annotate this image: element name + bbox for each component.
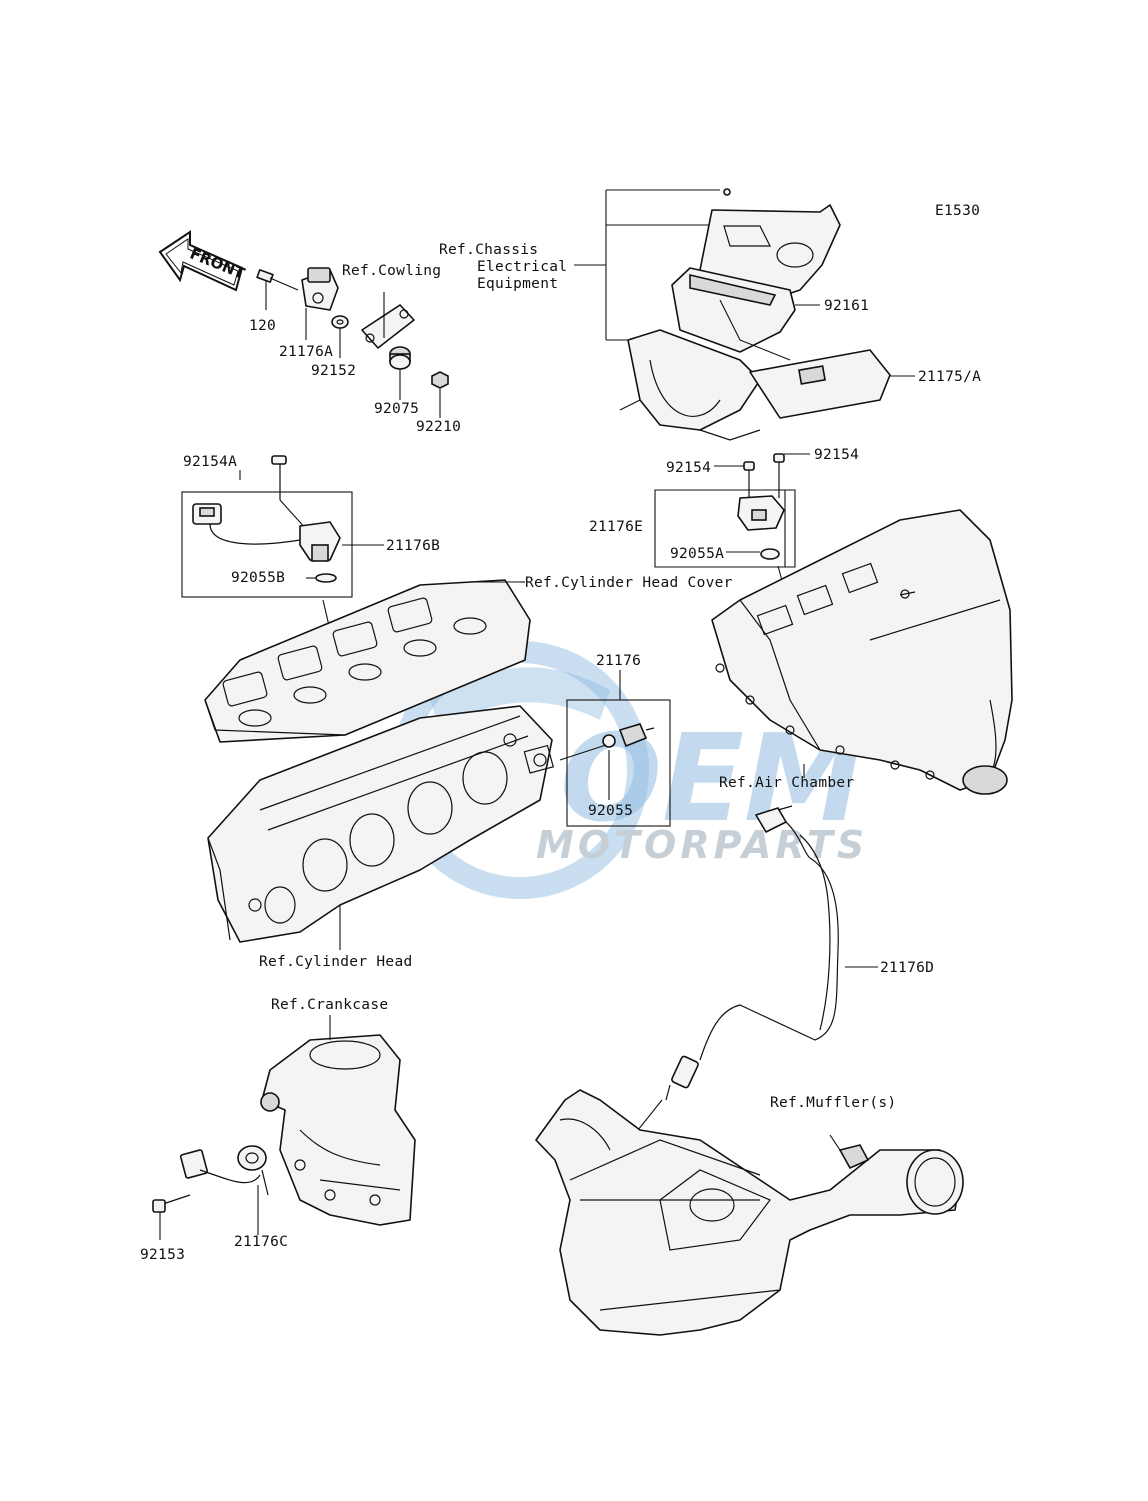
label-21176B: 21176B [386, 538, 440, 554]
nut-92210-icon [431, 371, 449, 389]
muffler-part [535, 1089, 964, 1336]
sensor-21176A-icon [301, 267, 339, 311]
label-21175A: 21175/A [918, 369, 981, 385]
front-arrow-icon: FRONT [158, 230, 248, 292]
cylinder-head-part [207, 705, 554, 950]
label-21176D: 21176D [880, 960, 934, 976]
label-21176C: 21176C [234, 1234, 288, 1250]
sensor-21176B-group [181, 455, 360, 631]
ref-chassis-line3: Equipment [477, 276, 558, 292]
ref-cylinder-head-cover: Ref.Cylinder Head Cover [525, 575, 733, 591]
label-92075: 92075 [374, 401, 419, 417]
cylinder-head-cover-part [204, 579, 531, 743]
bracket-cowling-icon [361, 304, 415, 349]
sensor-21176-group [559, 670, 671, 827]
crank-sensor-group [256, 267, 449, 418]
air-chamber-part [711, 509, 1013, 795]
ref-air-chamber: Ref.Air Chamber [719, 775, 854, 791]
ref-crankcase: Ref.Crankcase [271, 997, 388, 1013]
label-92161: 92161 [824, 298, 869, 314]
label-21176E: 21176E [589, 519, 643, 535]
label-92152: 92152 [311, 363, 356, 379]
label-120: 120 [249, 318, 276, 334]
label-92154A: 92154A [183, 454, 237, 470]
bolt-120-icon [256, 269, 299, 291]
collar-92075-icon [389, 346, 411, 370]
ecu-bracket-group [574, 188, 915, 441]
sensor-21176E-group [654, 453, 810, 611]
sensor-21176C-group [152, 1145, 269, 1240]
ref-mufflers: Ref.Muffler(s) [770, 1095, 896, 1111]
label-92154-left: 92154 [666, 460, 711, 476]
label-92210: 92210 [416, 419, 461, 435]
label-92055A: 92055A [670, 546, 724, 562]
ref-chassis-line1: Ref.Chassis [439, 242, 538, 258]
label-92055: 92055 [588, 803, 633, 819]
ref-cylinder-head: Ref.Cylinder Head [259, 954, 413, 970]
crankcase-part [260, 1015, 416, 1226]
label-92153: 92153 [140, 1247, 185, 1263]
ref-chassis-line2: Electrical [477, 259, 567, 275]
label-92055B: 92055B [231, 570, 285, 586]
label-92154-right: 92154 [814, 447, 859, 463]
diagram-id: E1530 [935, 203, 980, 219]
label-21176: 21176 [596, 653, 641, 669]
label-21176A: 21176A [279, 344, 333, 360]
sensor-21176D-group [629, 805, 878, 1141]
ref-cowling: Ref.Cowling [342, 263, 441, 279]
grommet-92152-icon [331, 315, 349, 329]
